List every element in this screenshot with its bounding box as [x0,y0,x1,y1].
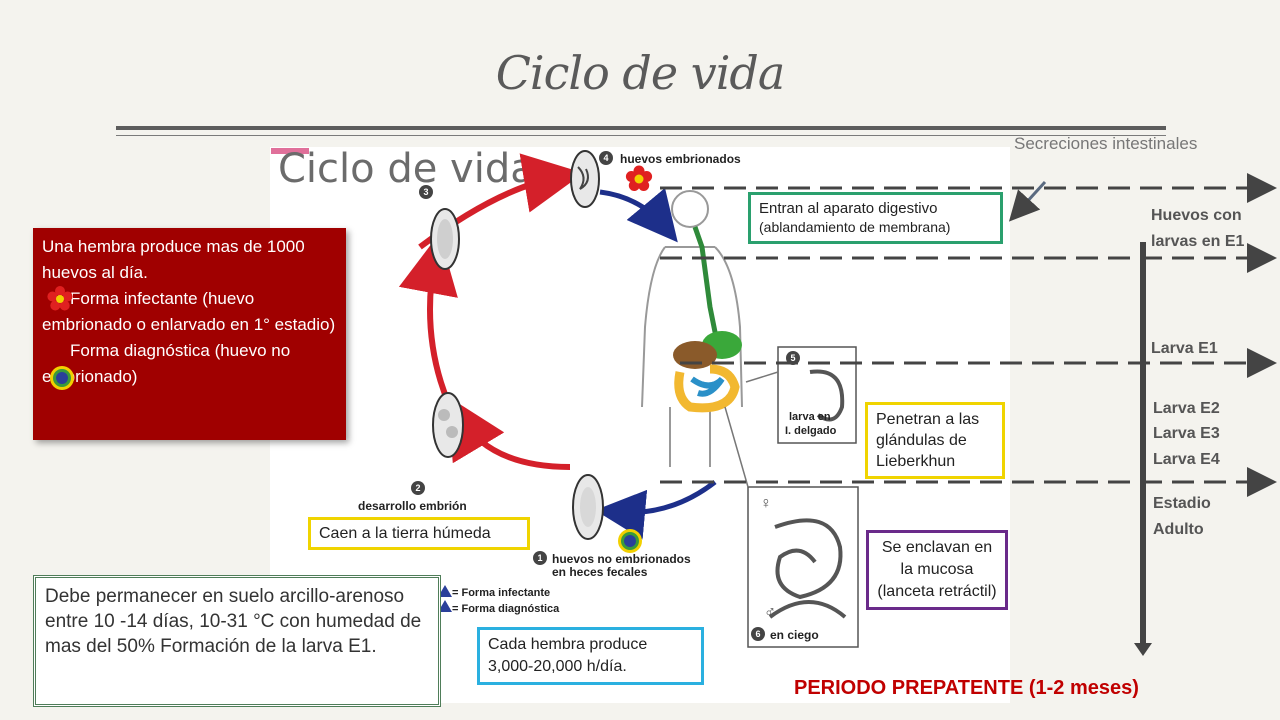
large-intestine [674,364,740,413]
larva-e2-label: Larva E2 [1153,400,1220,417]
stage-6-number: 6 [751,627,765,641]
larva-e3-label: Larva E3 [1153,425,1220,442]
huevos-label-line1: Huevos con [1151,207,1242,224]
infectante-flower-icon [47,286,73,311]
stage-2-number: 2 [411,481,425,495]
female-symbol: ♀ [760,495,772,512]
human-body [641,190,743,467]
esophagus [692,226,721,348]
legend-diagnostica: = Forma diagnóstica [452,603,560,615]
figure-title: Ciclo de vida [278,146,535,192]
male-symbol: ♂ [764,604,776,621]
secreciones-pointer [1008,180,1047,222]
legend-infectante: = Forma infectante [452,587,551,599]
adulto-label-line2: Adulto [1153,521,1204,538]
ingestion-arrow [599,187,678,243]
cycle-drawing [398,150,859,648]
adulto-label-line1: Estadio [1153,495,1211,512]
figure-title-accent [271,148,309,154]
slide-title: Ciclo de vida [495,46,786,100]
green-info-box: Debe permanecer en suelo arcillo-arenoso… [33,575,441,707]
excretion-arrow [595,480,717,540]
tierra-box: Caen a la tierra húmeda [308,517,530,550]
stage-3-number: 3 [419,185,433,199]
red-box-line1: Una hembra produce mas de 1000 huevos al… [42,237,305,282]
stage-1-label-line1: huevos no embrionados [552,552,691,566]
periodo-prepatente-label: PERIODO PREPATENTE (1-2 meses) [794,677,1139,699]
stage-1-label-line2: en heces fecales [552,565,648,579]
stage-4-number: 4 [599,151,613,165]
egg-flower-icon [625,165,653,191]
diagnostica-target-icon [50,366,74,390]
egg-target-icon [618,529,642,553]
lieberkhun-box: Penetran a las glándulas de Lieberkhun [865,402,1005,479]
title-rule [116,126,1166,130]
legend-icons [438,585,452,612]
digestive-box: Entran al aparato digestivo (ablandamien… [748,192,1003,244]
hembra-box: Cada hembra produce 3,000-20,000 h/día. [477,627,704,685]
small-intestine [690,376,725,397]
digestive-box-line2: (ablandamiento de membrana) [759,219,951,235]
stage-1-number: 1 [533,551,547,565]
stage-5-label-line2: I. delgado [785,425,837,437]
digestive-box-line1: Entran al aparato digestivo [759,200,938,217]
title-rule-thin [116,135,1166,136]
stage-6-label: en ciego [770,628,819,642]
larva-e4-label: Larva E4 [1153,451,1220,468]
larva-e1-label: Larva E1 [1151,340,1218,357]
cycle-arrow-1-2 [447,396,571,470]
huevos-label-line2: larvas en E1 [1151,233,1245,250]
egg-stage-3 [430,208,460,270]
stage-5-label-line1: larva en [789,411,831,423]
red-info-box: Una hembra produce mas de 1000 huevos al… [33,228,346,440]
red-box-line2: Forma infectante (huevo embrionado o enl… [42,289,336,334]
stage-4-label: huevos embrionados [620,152,741,166]
secreciones-label: Secreciones intestinales [1014,134,1198,153]
egg-stage-2 [432,392,464,458]
mucosa-box: Se enclavan en la mucosa (lanceta retrác… [866,530,1008,610]
egg-stage-4 [570,150,600,208]
cycle-arrow-2-3 [398,233,458,409]
stage-2-label: desarrollo embrión [358,499,467,513]
egg-stage-1 [572,474,604,540]
